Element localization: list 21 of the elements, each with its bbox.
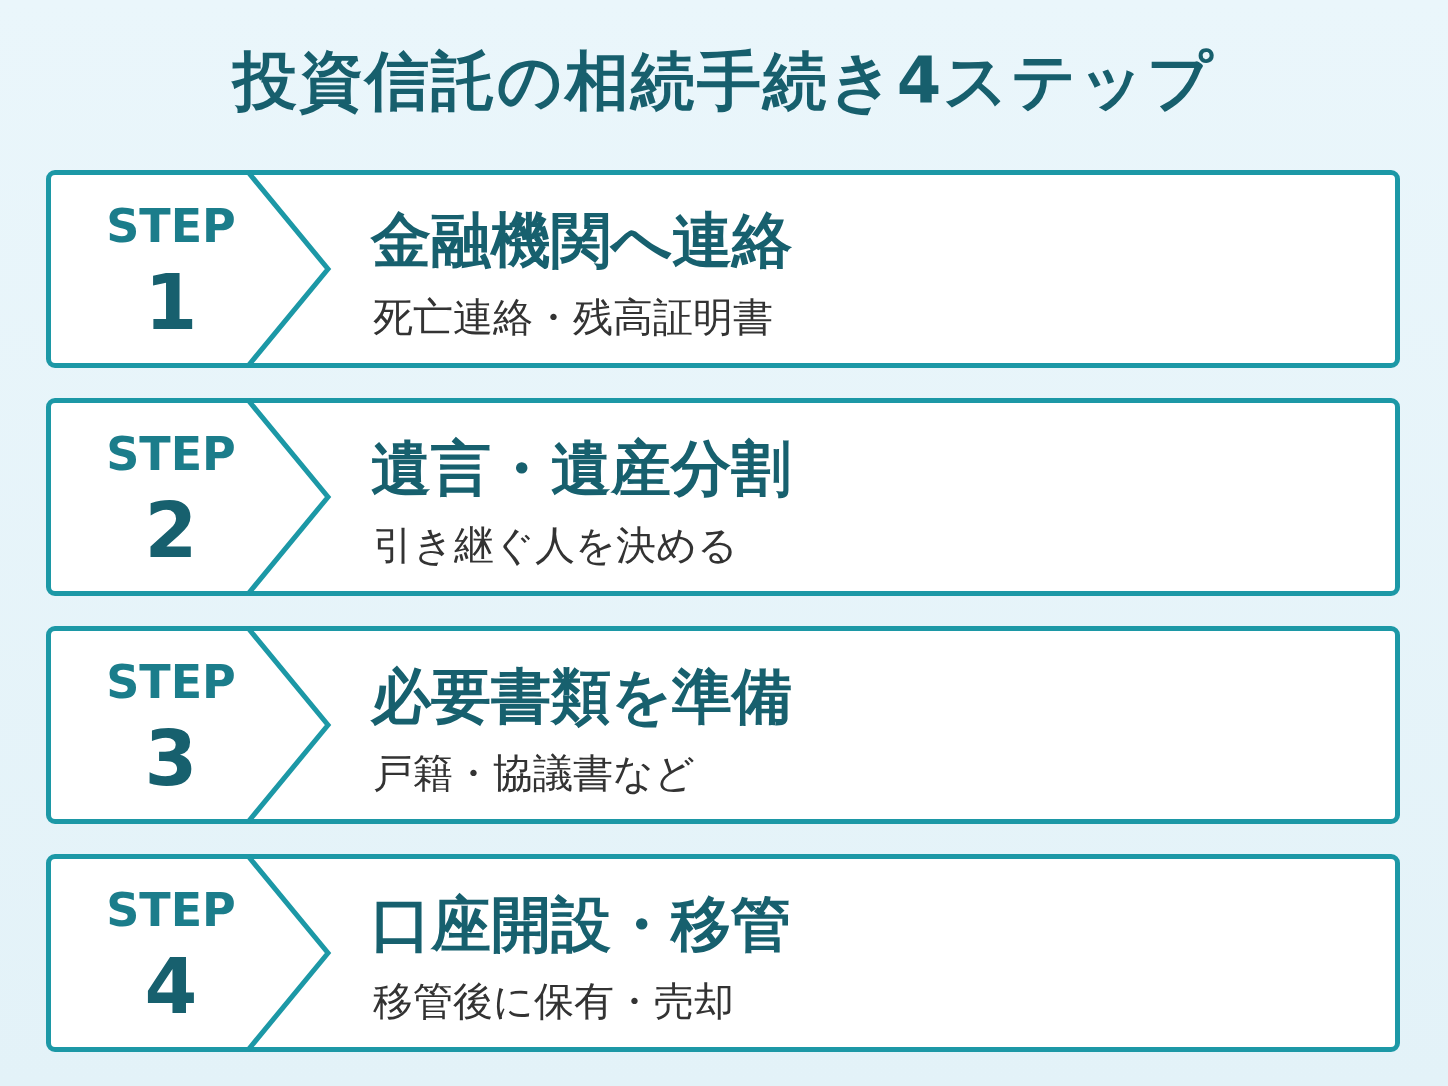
step-label: STEP xyxy=(105,887,237,933)
step-card xyxy=(46,626,1400,824)
step-number: 2 xyxy=(143,493,199,569)
step-heading: 遺言・遺産分割 xyxy=(371,435,791,501)
step-number: 3 xyxy=(143,721,199,797)
step-number: 4 xyxy=(143,949,199,1025)
step-label: STEP xyxy=(105,659,237,705)
step-heading: 必要書類を準備 xyxy=(371,663,792,729)
step-description: 戸籍・協議書など xyxy=(373,751,695,795)
step-card xyxy=(46,398,1400,596)
step-card xyxy=(46,170,1400,368)
step-number: 1 xyxy=(143,265,199,341)
step-description: 移管後に保有・売却 xyxy=(373,979,734,1023)
step-label: STEP xyxy=(105,431,237,477)
step-card xyxy=(46,854,1400,1052)
title: 投資信託の相続手続き4ステップ xyxy=(230,43,1217,120)
step-heading: 口座開設・移管 xyxy=(371,891,791,957)
step-label: STEP xyxy=(105,203,237,249)
step-description: 死亡連絡・残高証明書 xyxy=(373,295,773,339)
step-description: 引き継ぐ人を決める xyxy=(373,523,738,567)
step-heading: 金融機関へ連絡 xyxy=(371,207,792,273)
